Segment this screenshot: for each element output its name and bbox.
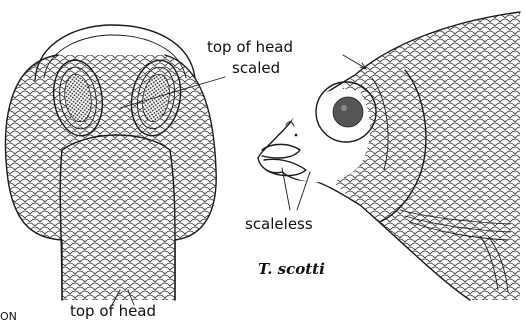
top-of-head-caption: top of head	[70, 302, 156, 320]
dorsal-scales	[0, 50, 220, 310]
scaleless-label: scaleless	[245, 215, 313, 233]
head-top-pointer-line	[343, 55, 365, 68]
top-of-head-scaled-label-2: scaled	[232, 59, 280, 77]
corner-fragment-text: ON	[0, 310, 17, 323]
dorsal-head-view	[0, 25, 220, 310]
species-label: T. scotti	[258, 260, 325, 278]
top-of-head-scaled-label-1: top of head	[207, 38, 293, 56]
nostril-dot	[295, 134, 298, 137]
